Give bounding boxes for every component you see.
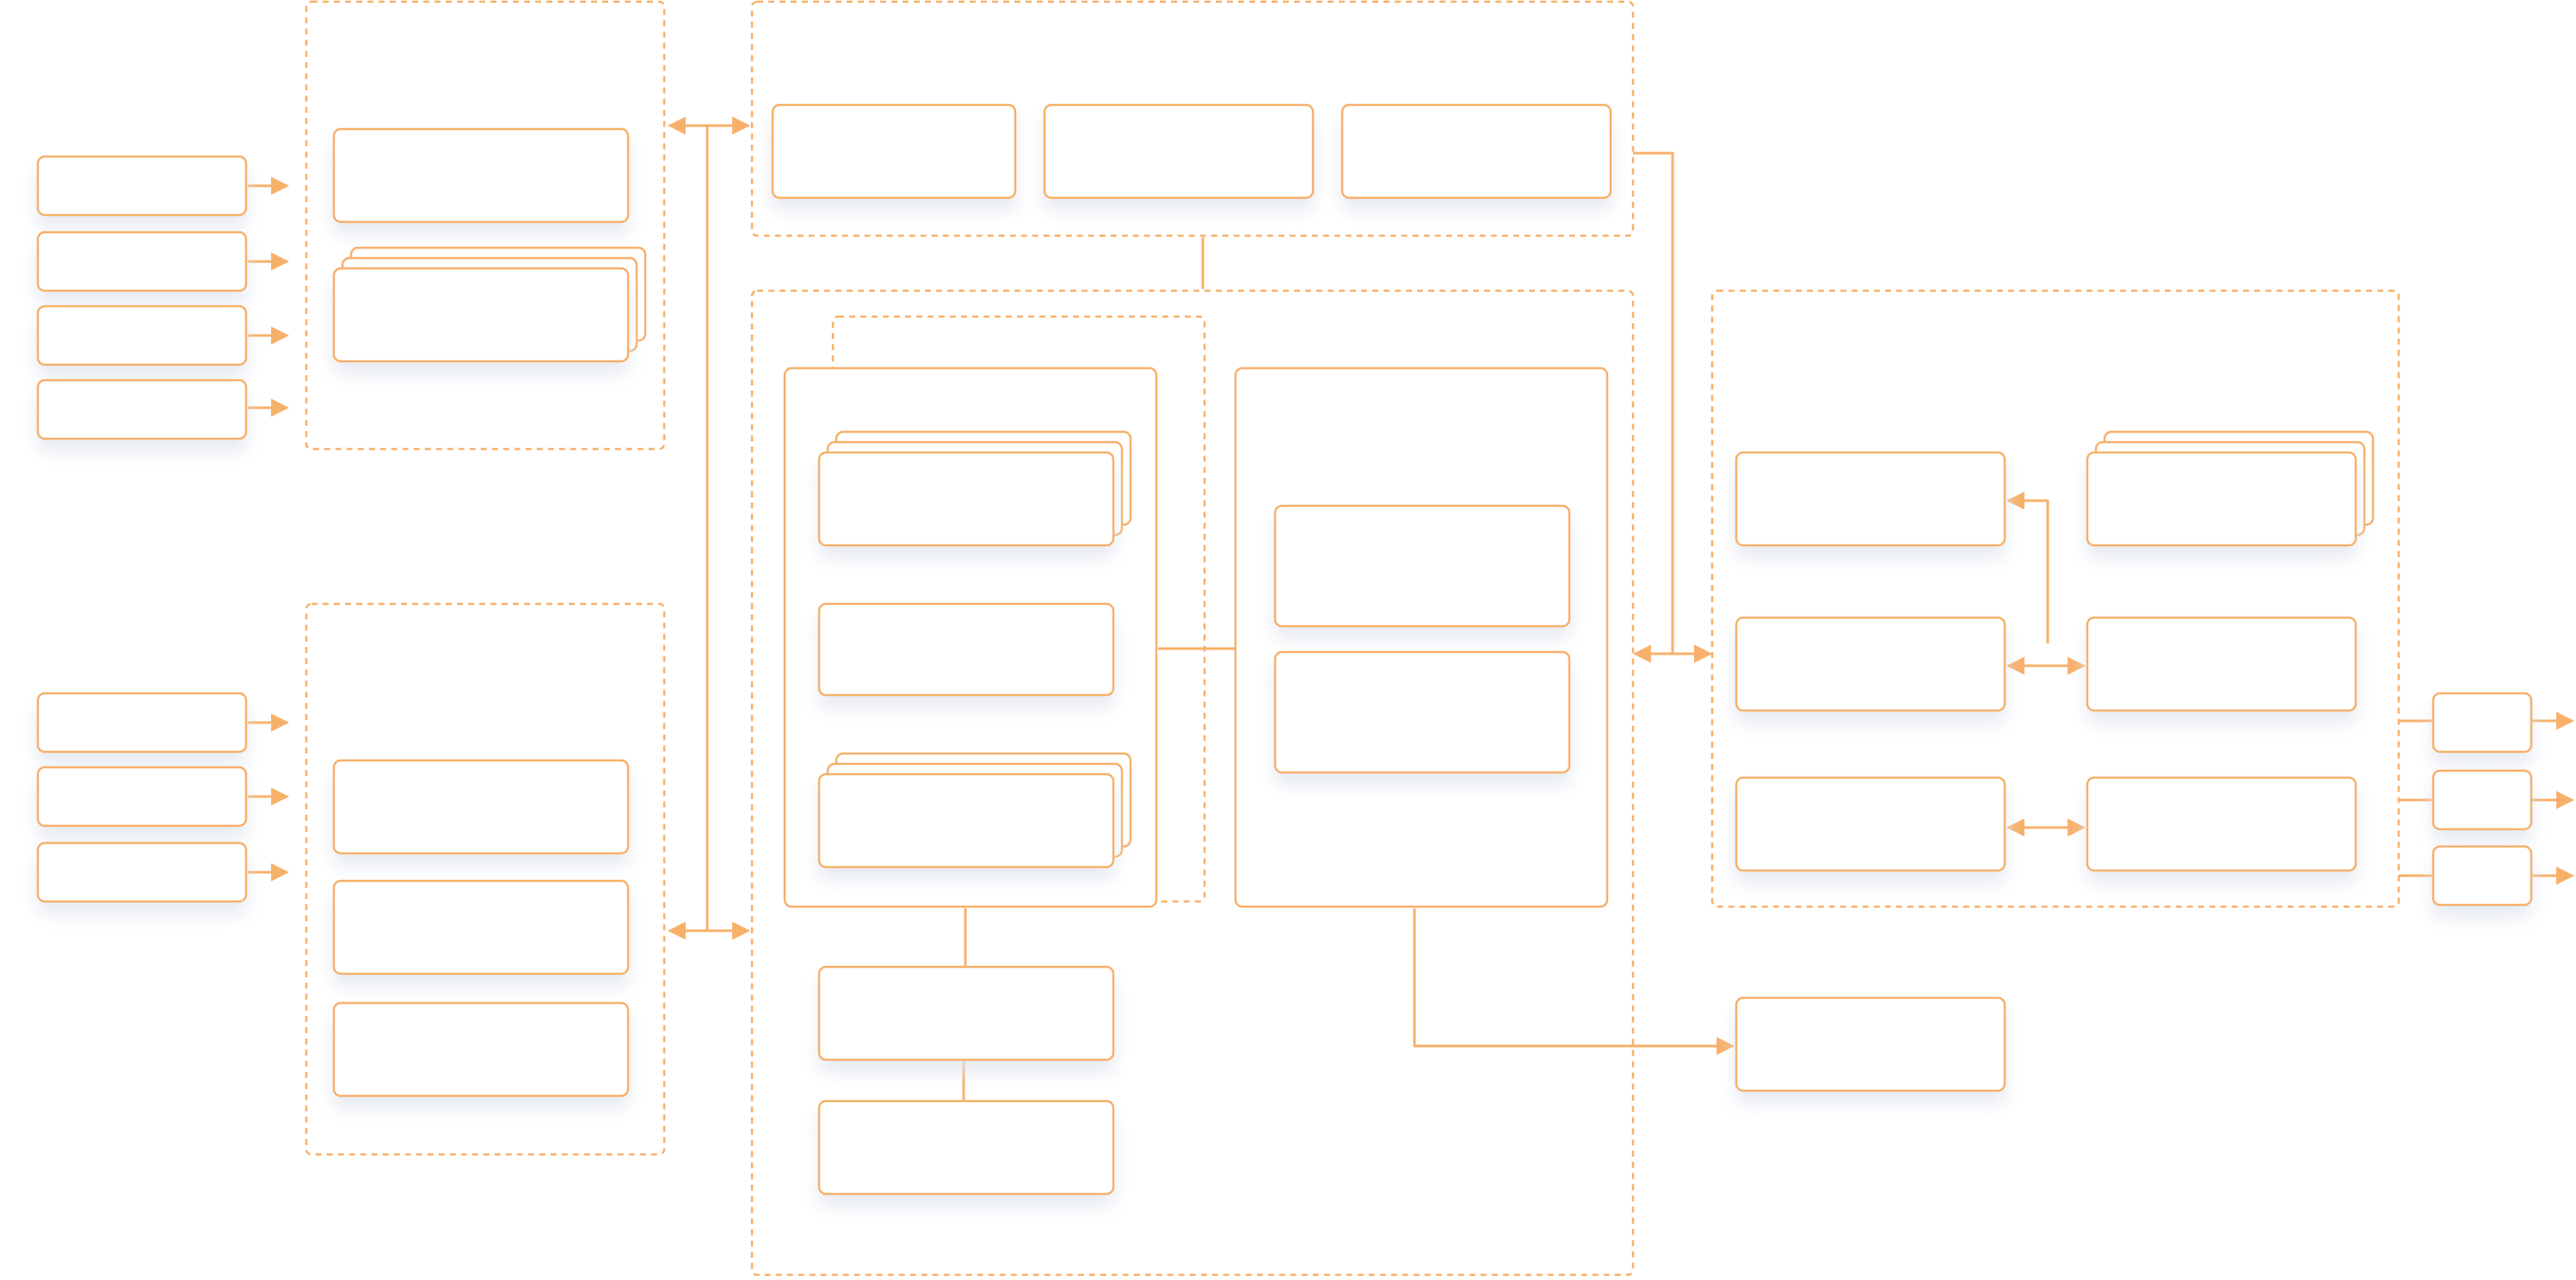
group-left-bottom-group — [305, 602, 666, 1156]
node-box — [2431, 769, 2533, 831]
node-left-top-box-1 — [332, 127, 630, 224]
node-top-box-3 — [1340, 103, 1612, 200]
group-border — [305, 602, 666, 1156]
node-box — [1273, 504, 1571, 628]
node-left-bottom-box-3 — [332, 1001, 630, 1098]
node-box — [1234, 366, 1609, 908]
node-box — [36, 305, 248, 366]
group-left-top-group — [305, 0, 666, 451]
node-box — [332, 267, 630, 363]
node-box — [36, 231, 248, 292]
node-box — [1735, 776, 2006, 872]
node-box — [332, 1001, 630, 1098]
node-inner-panel-right — [1234, 366, 1609, 908]
node-input-3 — [36, 305, 248, 366]
node-box — [817, 1099, 1115, 1196]
node-right-box-5 — [2086, 776, 2357, 872]
node-input-2 — [36, 231, 248, 292]
node-box — [36, 378, 248, 440]
group-top-center-group — [750, 0, 1635, 237]
node-box — [1043, 103, 1315, 200]
node-box — [332, 127, 630, 224]
node-inner-stack-top — [817, 430, 1132, 547]
node-right-box-2 — [1735, 616, 2006, 712]
node-box — [817, 451, 1115, 547]
node-inner-right-box-2 — [1273, 650, 1571, 774]
node-box — [332, 879, 630, 975]
groups-layer — [305, 0, 2400, 1277]
node-output-3 — [2431, 845, 2533, 907]
node-inner-right-box-1 — [1273, 504, 1571, 628]
nodes-layer — [36, 103, 2533, 1196]
group-right-group — [1710, 289, 2400, 908]
node-box — [332, 759, 630, 855]
node-box — [771, 103, 1017, 200]
node-box — [1735, 996, 2006, 1092]
node-box — [1735, 451, 2006, 547]
connectors-layer — [248, 116, 2575, 1101]
group-border — [305, 0, 666, 451]
node-box — [817, 772, 1115, 869]
node-input-6 — [36, 766, 248, 828]
node-box — [36, 692, 248, 754]
group-border — [750, 289, 1635, 1277]
connector-top-center-group-to-right-group — [1633, 151, 1713, 663]
node-box — [2431, 845, 2533, 907]
node-box — [1340, 103, 1612, 200]
node-output-2 — [2431, 769, 2533, 831]
node-box — [36, 155, 248, 217]
node-box — [36, 841, 248, 903]
node-input-5 — [36, 692, 248, 754]
node-box — [817, 602, 1115, 697]
node-box — [2086, 616, 2357, 712]
node-right-stack — [2086, 430, 2375, 547]
node-left-bottom-box-1 — [332, 759, 630, 855]
node-top-box-2 — [1043, 103, 1315, 200]
node-box — [2086, 451, 2357, 547]
node-right-box-3 — [2086, 616, 2357, 712]
node-inner-stack-bottom — [817, 752, 1132, 869]
node-output-box — [1735, 996, 2006, 1092]
connector-inner-panel-right-to-output-box — [1413, 908, 1735, 1055]
node-inner-middle-box — [817, 602, 1115, 697]
node-box — [36, 766, 248, 828]
group-main-center-group — [750, 289, 1635, 1277]
node-box — [2431, 692, 2533, 754]
node-box — [2086, 776, 2357, 872]
node-lower-box-1 — [817, 965, 1115, 1062]
node-top-box-1 — [771, 103, 1017, 200]
node-box — [1735, 616, 2006, 712]
node-lower-box-2 — [817, 1099, 1115, 1196]
group-border — [750, 0, 1635, 237]
node-input-7 — [36, 841, 248, 903]
node-right-box-1 — [1735, 451, 2006, 547]
node-box — [817, 965, 1115, 1062]
node-input-4 — [36, 378, 248, 440]
node-output-1 — [2431, 692, 2533, 754]
node-left-top-stack — [332, 246, 647, 363]
node-box — [1273, 650, 1571, 774]
node-right-box-4 — [1735, 776, 2006, 872]
node-left-bottom-box-2 — [332, 879, 630, 975]
group-border — [1710, 289, 2400, 908]
connector-right-box-1-to-right-box-2 — [2006, 491, 2049, 643]
node-input-1 — [36, 155, 248, 217]
